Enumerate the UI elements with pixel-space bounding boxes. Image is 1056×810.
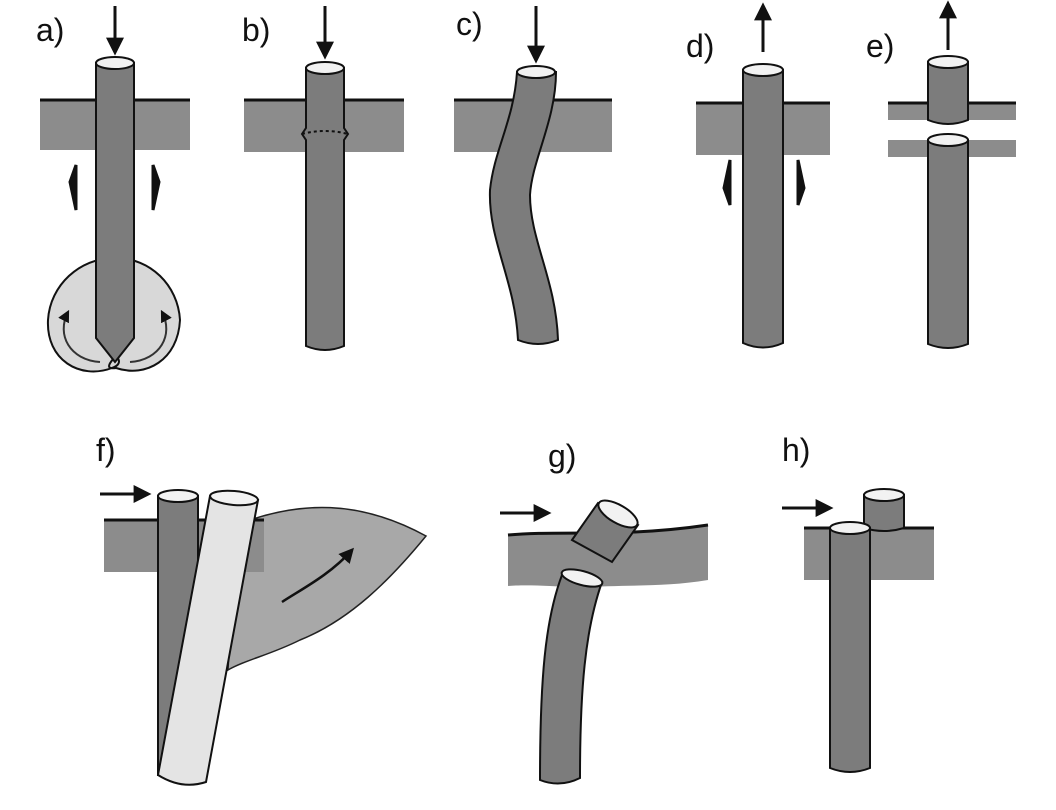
panel-label-f: f)	[96, 432, 116, 468]
pile-upper-segment	[927, 61, 969, 125]
pile-lower-segment	[927, 139, 969, 349]
pile-lower-segment	[829, 527, 871, 773]
bent-pile	[538, 573, 604, 785]
panel-label-a: a)	[36, 12, 65, 48]
crush-zone	[301, 130, 349, 135]
panel-label-h: h)	[782, 432, 811, 468]
pile-cap	[209, 489, 259, 507]
pile-cap	[863, 488, 905, 502]
panel-a	[40, 6, 190, 373]
half-arrow-down-icon	[796, 159, 806, 206]
pile	[300, 67, 350, 351]
buckled-pile	[488, 71, 560, 345]
pile	[742, 69, 784, 349]
curved-arrow-icon	[129, 309, 172, 363]
panel-b	[244, 6, 404, 351]
fracture-surface	[829, 521, 871, 535]
panel-h	[782, 488, 934, 773]
curved-arrow-icon	[281, 547, 354, 604]
fracture-surface	[927, 133, 969, 147]
half-arrow-up-icon	[68, 164, 78, 211]
pile-cap	[927, 55, 969, 69]
panel-label-c: c)	[456, 6, 483, 42]
panel-label-b: b)	[242, 12, 271, 48]
pile-cap	[742, 63, 784, 77]
pile	[95, 62, 135, 364]
pile-cap	[157, 489, 199, 503]
soil-wedge	[227, 506, 428, 672]
panel-e	[888, 0, 1016, 349]
panel-c	[454, 6, 612, 345]
panel-g	[500, 499, 709, 785]
pile-cap	[516, 65, 556, 79]
slab-gap	[888, 120, 1016, 140]
curved-arrow-icon	[58, 309, 101, 363]
pile-cap	[305, 61, 345, 75]
panel-d	[696, 2, 830, 349]
panel-label-e: e)	[866, 28, 895, 64]
half-arrow-up-icon	[151, 164, 161, 211]
pile-cap	[597, 499, 639, 529]
panel-label-g: g)	[548, 438, 577, 474]
panel-label-d: d)	[686, 28, 715, 64]
fracture-surface	[560, 568, 604, 588]
rotated-pile	[156, 494, 260, 786]
panel-f	[100, 485, 428, 786]
half-arrow-down-icon	[722, 159, 732, 206]
pile-cap	[95, 56, 135, 70]
